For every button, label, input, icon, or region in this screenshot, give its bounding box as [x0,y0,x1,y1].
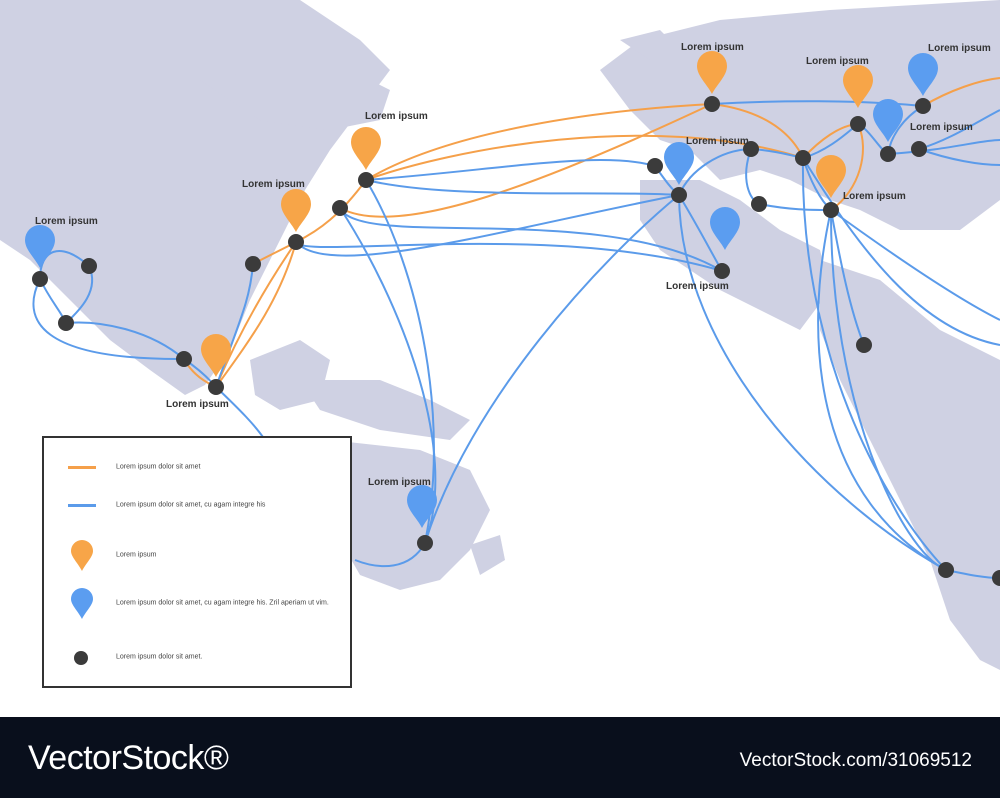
landmass-islands-b [300,380,470,440]
pin-label: Lorem ipsum [843,191,906,202]
network-node [850,116,866,132]
map-legend: Lorem ipsum dolor sit amet Lorem ipsum d… [42,436,352,688]
landmass-north-band [200,60,390,130]
orange-pin-icon [71,540,93,571]
pin-label: Lorem ipsum [928,43,991,54]
network-node [245,256,261,272]
network-node [32,271,48,287]
legend-label-orange-route: Lorem ipsum dolor sit amet [116,463,201,471]
orange-pin-marker [351,127,381,170]
legend-label-node: Lorem ipsum dolor sit amet. [116,653,203,661]
node-dot-icon [74,651,88,665]
legend-row-orange-pin: Lorem ipsum [44,538,344,572]
image-id-text: VectorStock.com/31069512 [739,750,972,771]
legend-label-blue-pin: Lorem ipsum dolor sit amet, cu agam inte… [116,599,329,607]
pin-label: Lorem ipsum [368,477,431,488]
pin-label: Lorem ipsum [35,216,98,227]
network-node [176,351,192,367]
legend-label-orange-pin: Lorem ipsum [116,551,157,559]
network-node [704,96,720,112]
network-node [880,146,896,162]
network-node [332,200,348,216]
pin-label: Lorem ipsum [806,56,869,67]
network-node [288,234,304,250]
world-map: Lorem ipsum Lorem ipsum Lorem ipsum Lore… [0,0,1000,670]
network-node [743,141,759,157]
watermark-footer: VectorStock® VectorStock.com/31069512 [0,717,1000,798]
network-node [358,172,374,188]
legend-row-orange-route: Lorem ipsum dolor sit amet [44,452,344,482]
network-node [81,258,97,274]
network-nodes [32,96,1000,586]
network-node [823,202,839,218]
pin-label: Lorem ipsum [910,122,973,133]
pin-label: Lorem ipsum [681,42,744,53]
landmass-west [0,0,390,395]
pin-label: Lorem ipsum [242,179,305,190]
brand-logo-text: VectorStock® [28,739,229,777]
legend-row-blue-route: Lorem ipsum dolor sit amet, cu agam inte… [44,490,344,520]
network-node [58,315,74,331]
network-node [751,196,767,212]
landmass-east-isle [620,30,680,60]
network-node [938,562,954,578]
blue-pin-icon [71,588,93,619]
network-node [647,158,663,174]
network-node [208,379,224,395]
network-node [795,150,811,166]
network-node [915,98,931,114]
land-masses [0,0,1000,670]
pin-label: Lorem ipsum [666,281,729,292]
landmass-east-mid [640,180,830,330]
network-node [671,187,687,203]
network-node [911,141,927,157]
landmass-southern-isle [470,535,505,575]
pin-label: Lorem ipsum [166,399,229,410]
blue-route-swatch [68,504,96,507]
landmass-east-south [820,260,1000,670]
orange-route-swatch [68,466,96,469]
network-node [714,263,730,279]
network-node [992,570,1000,586]
legend-row-blue-pin: Lorem ipsum dolor sit amet, cu agam inte… [44,586,344,620]
legend-row-node: Lorem ipsum dolor sit amet. [44,642,344,672]
network-node [417,535,433,551]
landmass-southern [330,440,490,590]
map-canvas: Lorem ipsum Lorem ipsum Lorem ipsum Lore… [0,0,1000,670]
pin-label: Lorem ipsum [686,136,749,147]
network-node [856,337,872,353]
legend-label-blue-route: Lorem ipsum dolor sit amet, cu agam inte… [116,501,266,509]
pin-label: Lorem ipsum [365,111,428,122]
pin-labels: Lorem ipsum Lorem ipsum Lorem ipsum Lore… [35,42,991,488]
